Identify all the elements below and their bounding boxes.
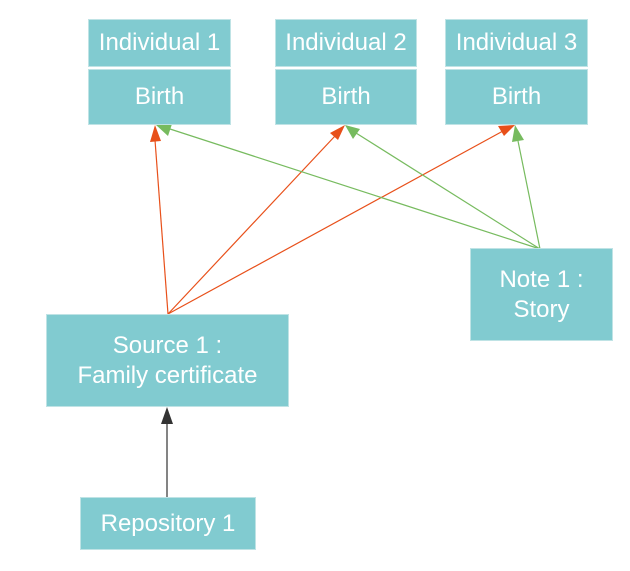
node-birth-3-label: Birth [491, 83, 542, 110]
node-note-1: Note 1 : Story [470, 248, 613, 341]
node-birth-2: Birth [275, 69, 417, 125]
arrowhead-note1-birth2 [345, 125, 360, 139]
node-birth-2-label: Birth [321, 83, 371, 110]
node-individual-3: Individual 3 [445, 19, 588, 67]
node-individual-1-label: Individual 1 [98, 29, 221, 56]
arrowhead-source1-birth1 [150, 125, 161, 142]
edge-note1-birth3 [517, 140, 541, 250]
node-birth-1: Birth [88, 69, 231, 125]
node-individual-3-label: Individual 3 [455, 29, 578, 56]
node-source-1: Source 1 : Family certificate [46, 314, 289, 407]
node-note-1-title: Note 1 : [499, 265, 584, 293]
arrowhead-repository1-source1 [161, 407, 173, 424]
edge-note1-birth1 [169, 128, 541, 250]
arrowhead-source1-birth2 [330, 125, 345, 140]
edge-note1-birth2 [355, 132, 541, 250]
node-birth-1-label: Birth [134, 83, 185, 110]
node-individual-2-label: Individual 2 [285, 29, 407, 56]
node-source-1-title: Source 1 : [112, 331, 223, 359]
node-individual-2: Individual 2 [275, 19, 417, 67]
edge-source1-birth1 [154, 139, 169, 315]
node-repository-1-label: Repository 1 [100, 509, 236, 537]
arrowhead-note1-birth3 [512, 125, 524, 142]
arrowhead-note1-birth1 [156, 124, 172, 136]
node-repository-1: Repository 1 [80, 497, 256, 550]
edge-source1-birth3 [167, 130, 504, 315]
arrowhead-source1-birth3 [498, 125, 515, 136]
node-birth-3: Birth [445, 69, 588, 125]
node-individual-1: Individual 1 [88, 19, 231, 67]
edge-source1-birth2 [167, 135, 336, 315]
node-note-1-subtitle: Story [513, 295, 570, 323]
node-source-1-subtitle: Family certificate [77, 361, 258, 389]
